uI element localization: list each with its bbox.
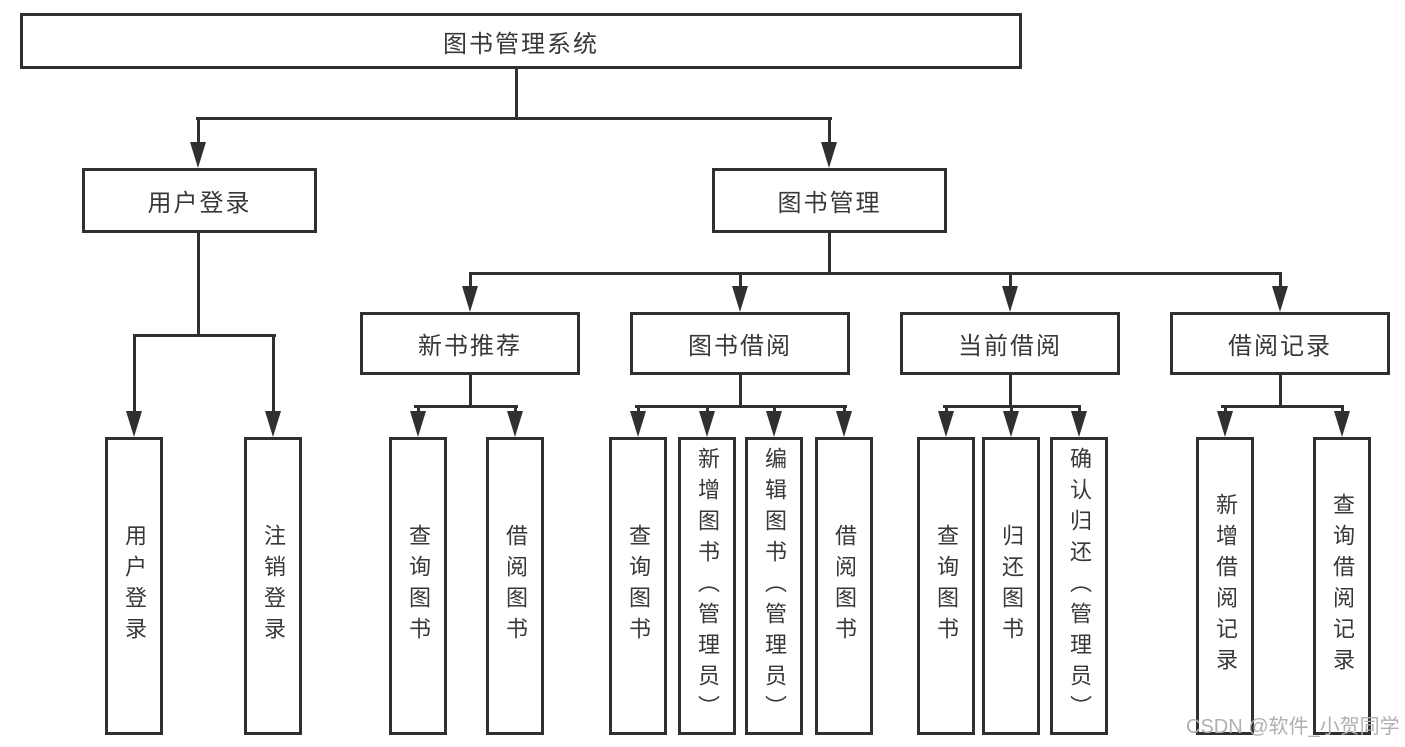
connector-to-leaf — [1010, 405, 1013, 413]
arrow-down-icon — [836, 411, 852, 437]
node-new-book-recommend: 新书推荐 — [360, 312, 580, 375]
node-library-system: 图书管理系统 — [20, 13, 1022, 69]
connector-to-leaf — [133, 334, 136, 413]
arrow-down-icon — [699, 411, 715, 437]
connector-new-book-rail — [414, 405, 518, 408]
connector-level3-rail — [469, 272, 1281, 275]
leaf-borrow-books: 借阅图书 — [815, 437, 873, 735]
leaf-query-books-current: 查询图书 — [917, 437, 975, 735]
leaf-return-books: 归还图书 — [982, 437, 1040, 735]
arrow-down-icon — [1071, 411, 1087, 437]
arrow-down-icon — [938, 411, 954, 437]
connector-book-management-stub — [828, 233, 831, 275]
arrow-down-icon — [821, 142, 837, 168]
leaf-add-books-admin: 新增图书（管理员） — [678, 437, 736, 735]
connector-to-borrow-records — [1279, 272, 1282, 288]
connector-borrow-records-stub — [1279, 375, 1282, 407]
leaf-borrow-books-recommend: 借阅图书 — [486, 437, 544, 735]
connector-book-borrow-rail — [635, 405, 847, 408]
arrow-down-icon — [1334, 411, 1350, 437]
arrow-down-icon — [410, 411, 426, 437]
connector-borrow-records-rail — [1221, 405, 1344, 408]
connector-to-new-book — [469, 272, 472, 288]
leaf-edit-books-admin: 编辑图书（管理员） — [745, 437, 803, 735]
watermark: CSDN @软件_小贺同学 — [1186, 716, 1400, 738]
connector-to-leaf — [637, 405, 640, 413]
connector-user-login-stub — [197, 233, 200, 337]
leaf-user-login: 用户登录 — [105, 437, 163, 735]
node-book-borrow: 图书借阅 — [630, 312, 850, 375]
connector-to-leaf — [417, 405, 420, 413]
connector-new-book-stub — [469, 375, 472, 407]
leaf-confirm-return-admin: 确认归还（管理员） — [1050, 437, 1108, 735]
connector-to-leaf — [945, 405, 948, 413]
node-user-login: 用户登录 — [82, 168, 317, 233]
arrow-down-icon — [732, 286, 748, 312]
connector-book-borrow-stub — [739, 375, 742, 407]
arrow-down-icon — [462, 286, 478, 312]
arrow-down-icon — [630, 411, 646, 437]
connector-to-leaf — [1078, 405, 1081, 413]
connector-to-leaf — [706, 405, 709, 413]
node-current-borrow: 当前借阅 — [900, 312, 1120, 375]
leaf-query-books-borrow: 查询图书 — [609, 437, 667, 735]
connector-root-stub — [515, 69, 518, 120]
connector-current-borrow-stub — [1009, 375, 1012, 407]
connector-to-user-login — [197, 117, 200, 145]
connector-to-leaf — [514, 405, 517, 413]
connector-to-leaf — [843, 405, 846, 413]
node-book-management: 图书管理 — [712, 168, 947, 233]
connector-to-leaf — [773, 405, 776, 413]
arrow-down-icon — [507, 411, 523, 437]
connector-to-leaf — [272, 334, 275, 413]
arrow-down-icon — [265, 411, 281, 437]
arrow-down-icon — [1002, 286, 1018, 312]
leaf-query-books-recommend: 查询图书 — [389, 437, 447, 735]
connector-to-current-borrow — [1009, 272, 1012, 288]
leaf-logout: 注销登录 — [244, 437, 302, 735]
arrow-down-icon — [1272, 286, 1288, 312]
arrow-down-icon — [1003, 411, 1019, 437]
connector-to-book-borrow — [739, 272, 742, 288]
arrow-down-icon — [766, 411, 782, 437]
node-borrow-records: 借阅记录 — [1170, 312, 1390, 375]
connector-level2-rail — [196, 117, 832, 120]
arrow-down-icon — [126, 411, 142, 437]
connector-user-login-rail — [133, 334, 276, 337]
leaf-add-borrow-record: 新增借阅记录 — [1196, 437, 1254, 735]
arrow-down-icon — [1217, 411, 1233, 437]
connector-to-book-management — [828, 117, 831, 145]
arrow-down-icon — [190, 142, 206, 168]
connector-to-leaf — [1341, 405, 1344, 413]
connector-to-leaf — [1224, 405, 1227, 413]
leaf-query-borrow-record: 查询借阅记录 — [1313, 437, 1371, 735]
